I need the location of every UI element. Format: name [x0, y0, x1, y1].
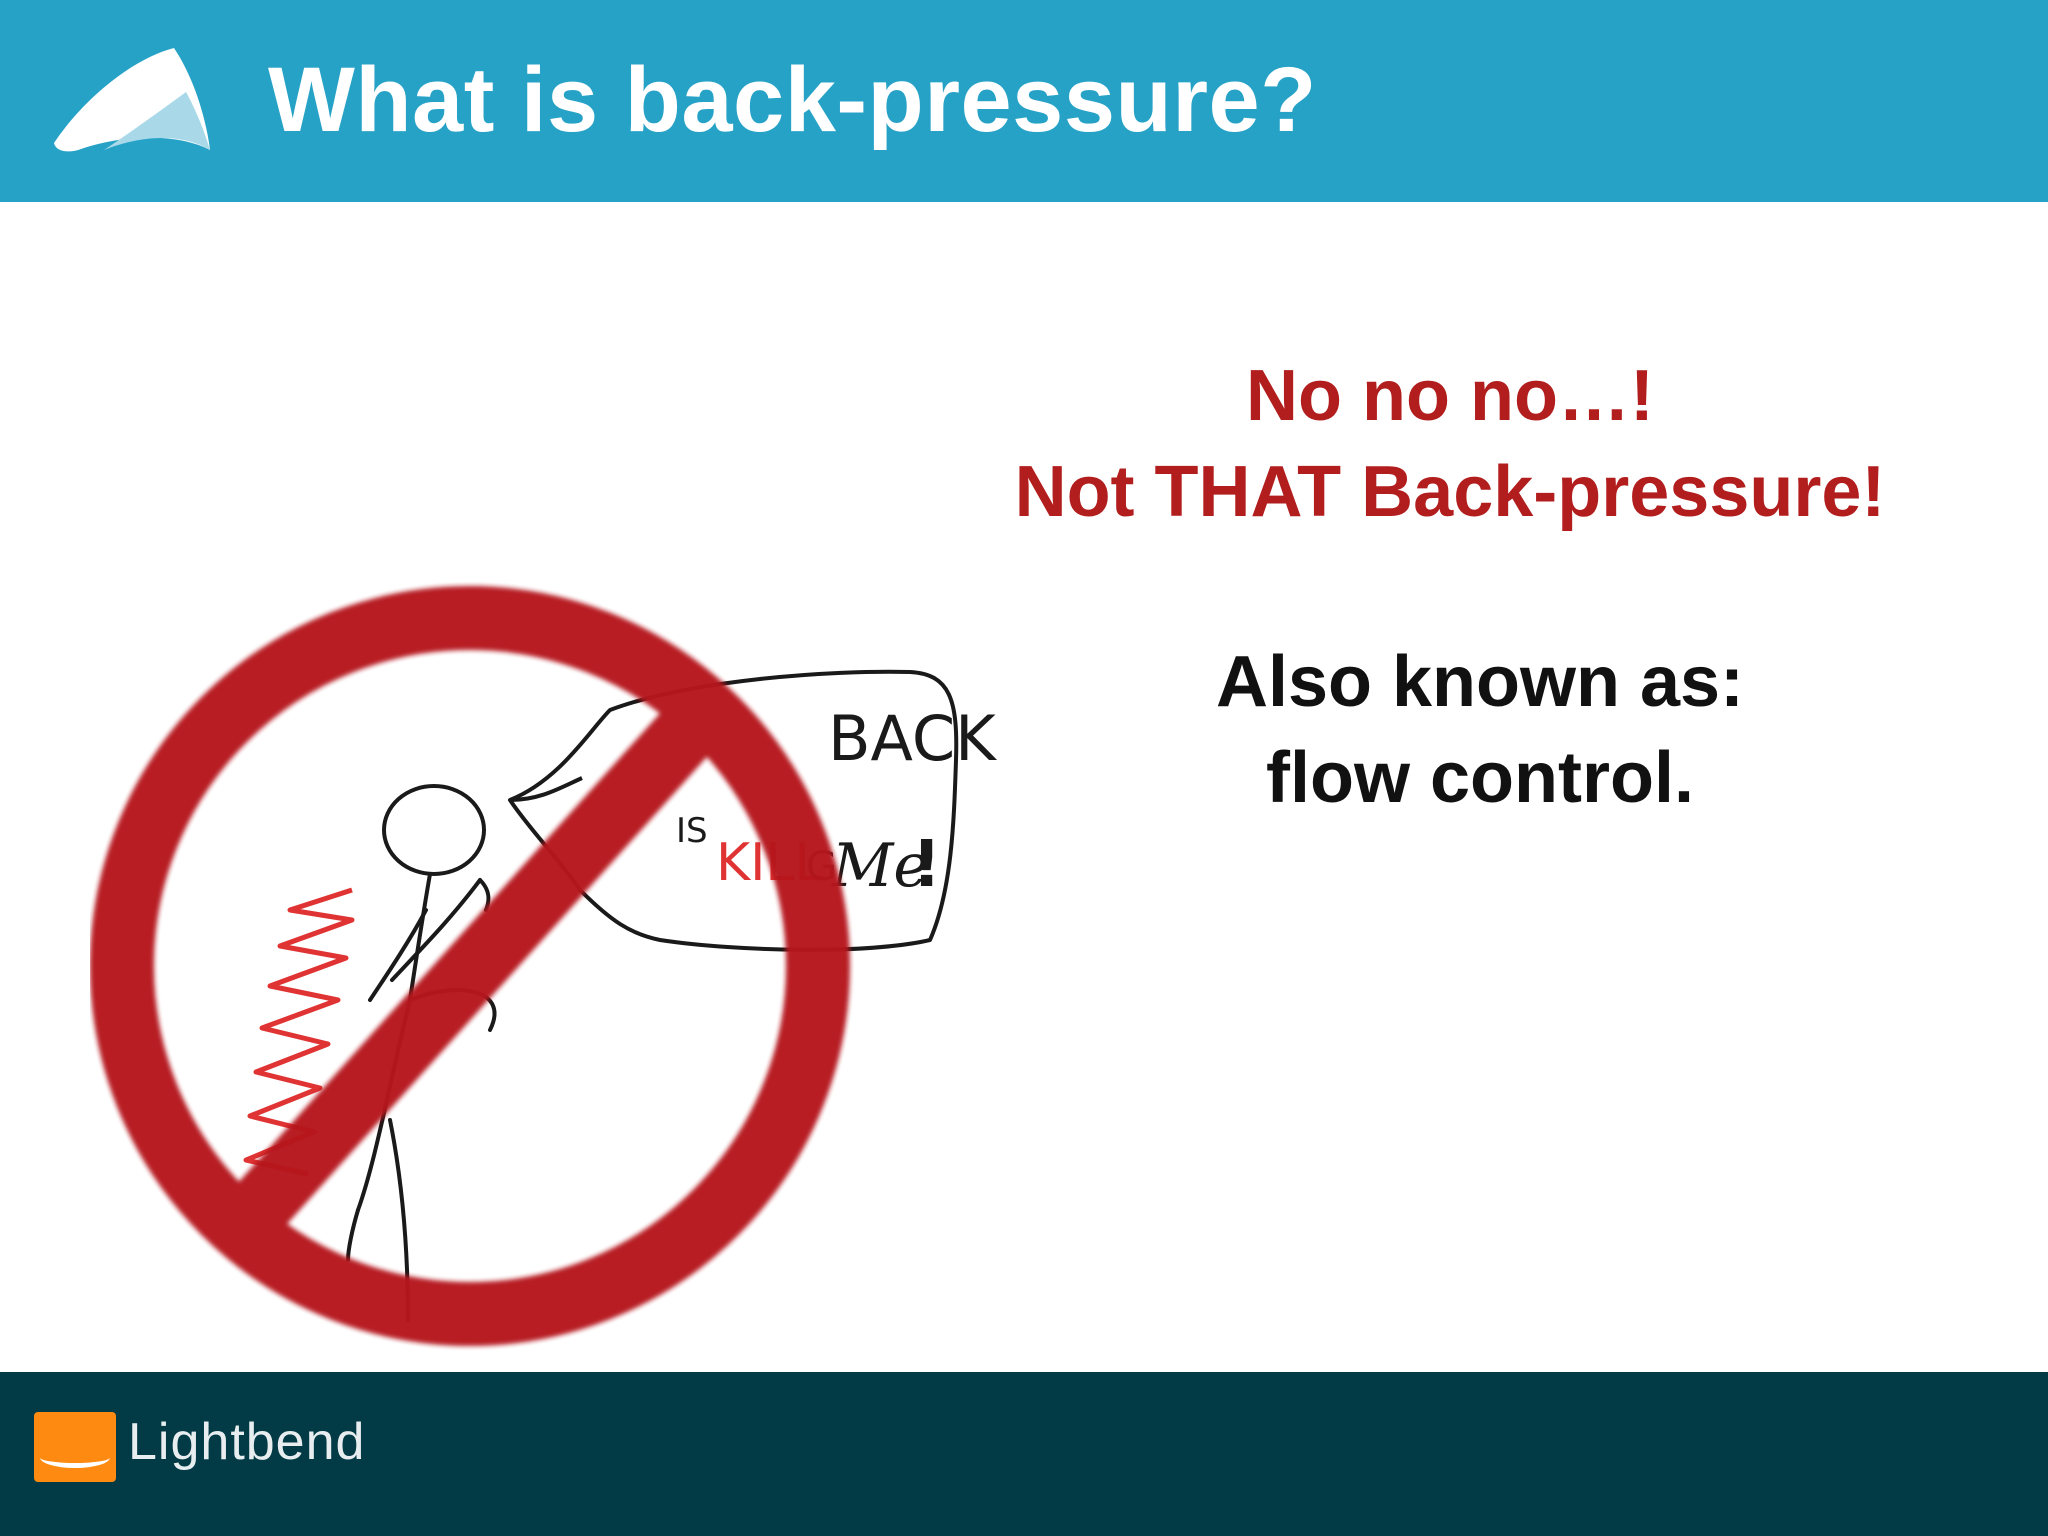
slide-title: What is back-pressure?	[268, 49, 1317, 151]
also-known-as-line-1: Also known as:	[1215, 642, 1745, 722]
footer-brand-name: Lightbend	[128, 1413, 366, 1471]
red-heading-line-2: Not THAT Back-pressure!	[1014, 452, 1886, 532]
bubble-word-is: IS	[676, 811, 708, 851]
lightbend-wave-logo-icon	[54, 48, 210, 152]
prohibition-sign-icon	[90, 586, 850, 1346]
bubble-word-exclaim: !	[912, 828, 941, 902]
bubble-word-back: BACK	[828, 702, 997, 775]
lightbend-logo-icon	[34, 1412, 116, 1482]
header-bar: What is back-pressure?	[0, 0, 2048, 202]
bubble-word-me: Me	[831, 831, 929, 901]
back-pain-illustration: BACK IS KILL G Me !	[90, 586, 997, 1346]
red-heading-line-1: No no no…!	[1246, 356, 1654, 436]
footer-bar: Lightbend	[0, 1372, 2048, 1536]
also-known-as-line-2: flow control.	[1266, 738, 1694, 818]
also-known-as-text: Also known as: flow control.	[1000, 634, 1960, 826]
red-heading: No no no…! Not THAT Back-pressure!	[960, 348, 1940, 540]
